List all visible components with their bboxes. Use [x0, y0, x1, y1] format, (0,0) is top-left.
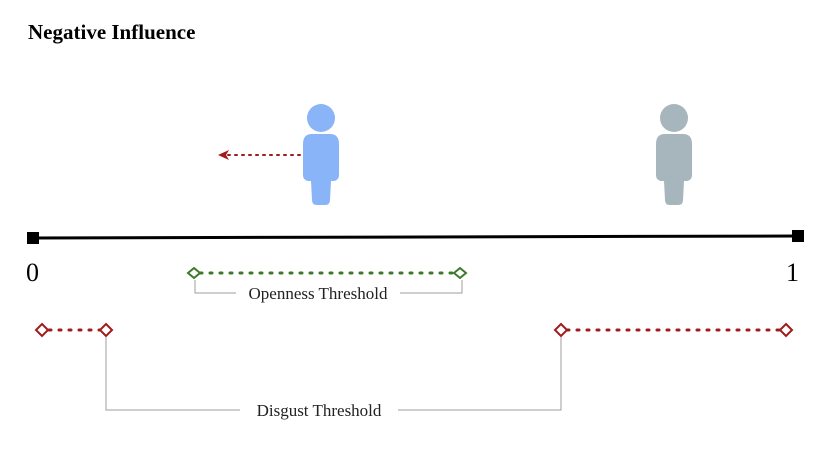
openness-left-diamond-icon: [186, 266, 202, 280]
influenced-agent-icon: [303, 104, 339, 205]
axis-end-marker: [792, 230, 804, 242]
disgust-threshold-left-range: [34, 322, 114, 338]
arrow-head-icon: [218, 150, 229, 160]
axis-max-label: 1: [786, 258, 799, 287]
openness-bracket: [194, 280, 463, 294]
disgust-right-end-diamond-icon: [778, 322, 794, 338]
disgust-left-start-diamond-icon: [34, 322, 50, 338]
disgust-threshold-label: Disgust Threshold: [257, 401, 382, 420]
axis-min-label: 0: [26, 258, 39, 287]
disgust-left-end-diamond-icon: [98, 322, 114, 338]
disgust-bracket: [105, 337, 562, 411]
influencer-agent-icon: [656, 104, 692, 205]
opinion-axis: [27, 230, 804, 244]
disgust-right-start-diamond-icon: [553, 322, 569, 338]
axis-start-marker: [27, 232, 39, 244]
movement-arrow: [218, 150, 301, 160]
openness-threshold-label: Openness Threshold: [249, 284, 388, 303]
openness-threshold-range: [186, 266, 468, 280]
disgust-threshold-right-range: [553, 322, 794, 338]
diagram-title: Negative Influence: [28, 20, 195, 44]
openness-right-diamond-icon: [452, 266, 468, 280]
